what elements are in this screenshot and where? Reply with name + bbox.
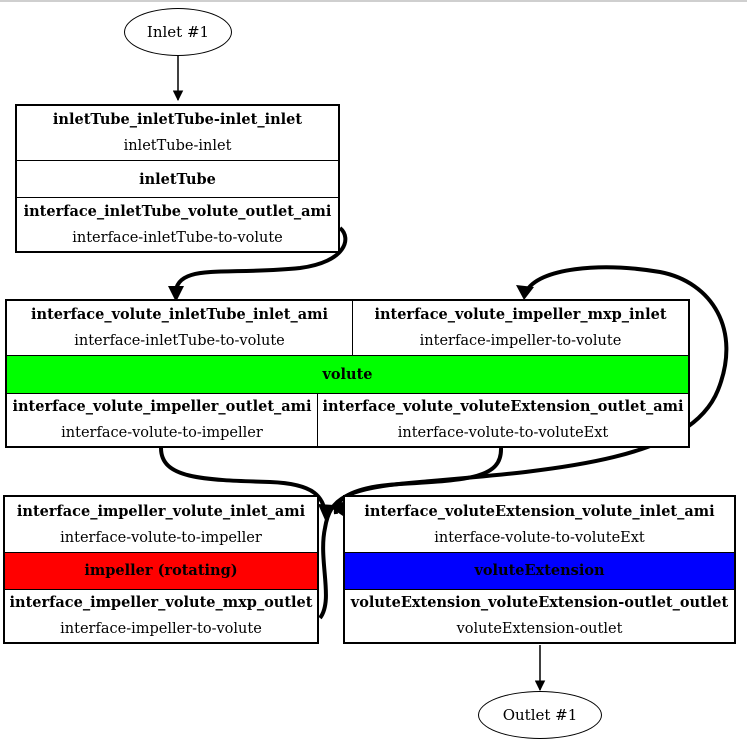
port-name: interface_voluteExtension_volute_inlet_a…: [364, 502, 715, 520]
divider: [345, 552, 734, 553]
port-name: interface_volute_impeller_outlet_ami: [12, 398, 312, 415]
port-desc: interface-impeller-to-volute: [419, 333, 622, 349]
port-name: interface_volute_impeller_mxp_inlet: [374, 306, 667, 323]
impeller-title-row: impeller (rotating): [5, 553, 317, 589]
volute-voluteextension-port: interface_volute_voluteExtension_outlet_…: [318, 394, 688, 446]
arrowhead-inlettube-to-volute: [168, 286, 184, 302]
edge-inlettube-to-volute: [173, 226, 348, 297]
voluteextension-inlet-port: interface_voluteExtension_volute_inlet_a…: [345, 497, 734, 552]
node-title: inletTube: [139, 171, 216, 188]
divider: [5, 552, 317, 553]
divider: [5, 589, 317, 590]
divider: [7, 355, 688, 356]
port-name: interface_impeller_volute_inlet_ami: [16, 502, 306, 520]
inlettube-outlet-port: interface_inletTube_volute_outlet_ami in…: [17, 199, 338, 251]
volute-node: interface_volute_inletTube_inlet_ami int…: [5, 299, 690, 448]
outlet-node: Outlet #1: [478, 691, 602, 739]
port-name: interface_volute_voluteExtension_outlet_…: [322, 398, 684, 415]
divider: [17, 197, 338, 198]
edge-volute-to-impeller: [159, 447, 328, 515]
port-desc: voluteExtension-outlet: [456, 621, 623, 637]
port-desc: interface-volute-to-voluteExt: [434, 529, 645, 546]
outlet-label: Outlet #1: [502, 706, 578, 724]
inlettube-title-row: inletTube: [17, 162, 338, 198]
port-desc: interface-volute-to-voluteExt: [397, 425, 609, 441]
port-name: interface_impeller_volute_mxp_outlet: [9, 594, 313, 611]
divider: [352, 301, 353, 355]
inlet-label: Inlet #1: [146, 23, 210, 41]
volute-impeller-outlet-port: interface_volute_impeller_outlet_ami int…: [7, 394, 317, 446]
port-desc: interface-volute-to-impeller: [60, 529, 262, 546]
node-title: impeller (rotating): [84, 562, 238, 579]
impeller-mxp-outlet-port: interface_impeller_volute_mxp_outlet int…: [5, 590, 317, 642]
voluteextension-outlet-port: voluteExtension_voluteExtension-outlet_o…: [345, 590, 734, 642]
voluteextension-title-row: voluteExtension: [345, 553, 734, 589]
port-name: inletTube_inletTube-inlet_inlet: [52, 111, 303, 128]
node-title: voluteExtension: [474, 562, 605, 579]
divider: [17, 160, 338, 161]
arrowhead-impeller-to-volute: [516, 285, 534, 300]
port-desc: interface-volute-to-impeller: [61, 425, 263, 441]
volute-title-row: volute: [7, 356, 688, 393]
divider: [317, 394, 318, 446]
divider: [345, 589, 734, 590]
inlettube-node: inletTube_inletTube-inlet_inlet inletTub…: [15, 104, 340, 253]
port-desc: interface-impeller-to-volute: [60, 621, 262, 637]
node-title: volute: [322, 365, 373, 383]
inlet-node: Inlet #1: [124, 8, 232, 56]
impeller-node: interface_impeller_volute_inlet_ami inte…: [3, 495, 319, 644]
inlettube-inlet-port: inletTube_inletTube-inlet_inlet inletTub…: [17, 106, 338, 160]
port-name: interface_inletTube_volute_outlet_ami: [23, 203, 332, 220]
volute-impeller-mxp-port: interface_volute_impeller_mxp_inlet inte…: [353, 301, 688, 355]
window-top-border: [0, 0, 747, 2]
impeller-inlet-port: interface_impeller_volute_inlet_ami inte…: [5, 497, 317, 552]
port-name: voluteExtension_voluteExtension-outlet_o…: [350, 594, 729, 611]
volute-inlettube-port: interface_volute_inletTube_inlet_ami int…: [7, 301, 352, 355]
voluteextension-node: interface_voluteExtension_volute_inlet_a…: [343, 495, 736, 644]
divider: [7, 393, 688, 394]
port-desc: interface-inletTube-to-volute: [72, 230, 283, 246]
port-desc: interface-inletTube-to-volute: [74, 333, 285, 349]
port-desc: inletTube-inlet: [123, 138, 232, 154]
port-name: interface_volute_inletTube_inlet_ami: [31, 306, 328, 323]
